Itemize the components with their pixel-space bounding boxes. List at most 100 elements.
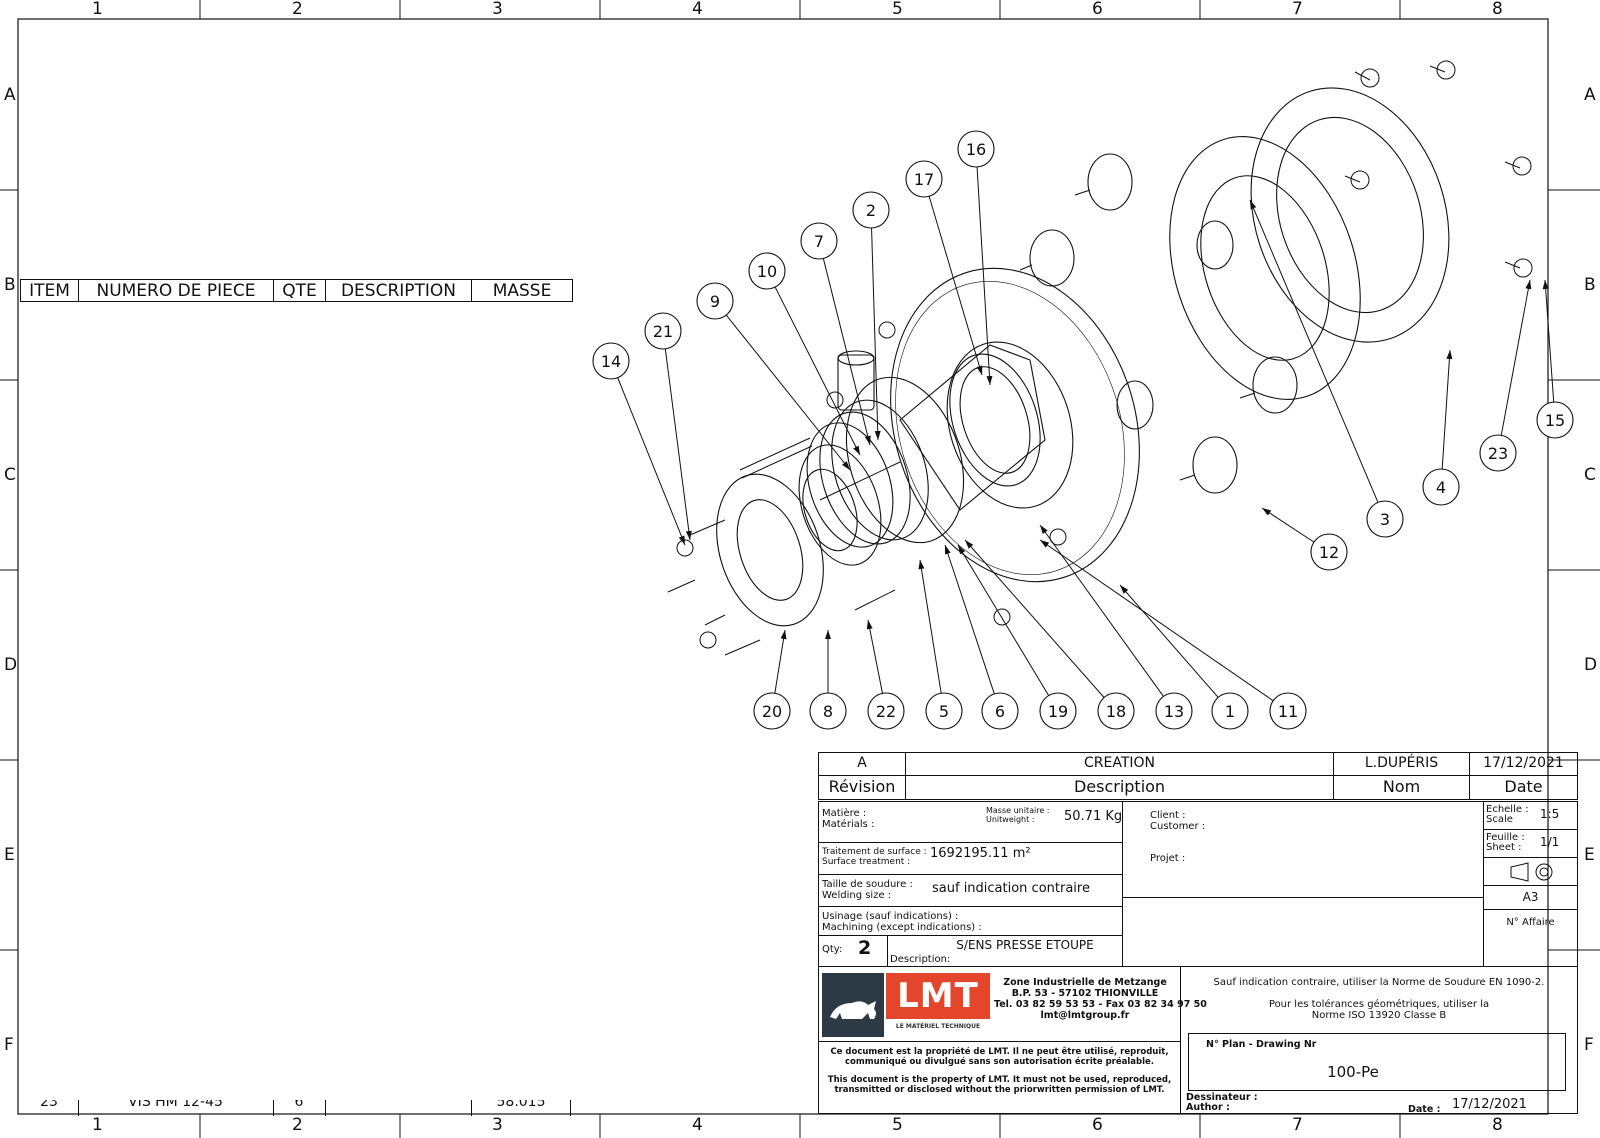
surface-label: Traitement de surface : Surface treatmen… [822,847,927,867]
weld-label: Taille de soudure : Welding size : [822,879,913,901]
project-label: Projet : [1150,853,1186,864]
flange-large [890,267,1140,583]
balloon-22: 22 [866,619,905,730]
zone-label-top-8: 8 [1492,0,1503,19]
bom-col-mass: MASSE [492,280,552,301]
weld-value: sauf indication contraire [932,881,1090,896]
balloon-14: 14 [592,342,686,546]
revision-description: CREATION [1083,755,1155,771]
balloon-label: 15 [1545,411,1565,430]
balloon-label: 13 [1164,702,1184,721]
client-label: Client : Customer : [1150,810,1206,832]
zone-label-left-A: A [4,85,16,105]
zone-label-bottom-4: 4 [692,1115,703,1135]
surface-value: 1692195.11 m² [930,846,1031,861]
balloon-13: 13 [1039,524,1193,730]
bom-col-part: NUMERO DE PIECE [79,280,274,301]
bom-row-item: 23 [40,1100,58,1110]
zone-label-top-5: 5 [892,0,903,19]
balloon-label: 11 [1278,702,1298,721]
bom-col-qty: QTE [274,280,326,301]
balloon-7: 7 [800,222,871,446]
balloon-11: 11 [1039,539,1307,730]
description-value: S/ENS PRESSE ETOUPE [956,938,1094,952]
zone-label-right-F: F [1584,1035,1594,1055]
balloon-15: 15 [1536,279,1574,439]
property-notice-en: This document is the property of LMT. It… [827,1075,1172,1095]
balloon-label: 8 [823,702,833,721]
scale-label: Echelle : Scale [1486,804,1529,825]
zone-label-bottom-5: 5 [892,1115,903,1135]
bom-table-header: ITEM NUMERO DE PIECE QTE DESCRIPTION MAS… [20,279,573,302]
zone-label-right-D: D [1584,655,1598,675]
zone-label-right-A: A [1584,85,1596,105]
balloon-5: 5 [918,559,963,730]
logo-text: LMT [897,976,979,1016]
zone-label-bottom-2: 2 [292,1115,303,1135]
author-label: Dessinateur : Author : [1186,1092,1258,1113]
balloon-label: 12 [1319,543,1339,562]
material-label: Matière : Matérials : [822,808,875,830]
balloon-label: 14 [601,352,621,371]
zone-label-top-1: 1 [92,0,103,19]
balloon-3: 3 [1249,199,1404,538]
gasket-ring-4 [1250,87,1450,343]
gasket-ring-3 [1169,136,1361,400]
balloon-17: 17 [905,160,983,376]
tolerance-norm-note: Pour les tolérances géométriques, utilis… [1268,999,1490,1021]
welding-norm-note: Sauf indication contraire, utiliser la N… [1213,977,1545,988]
revision-letter: A [857,755,867,771]
projection-symbol-icon [1510,862,1553,882]
balloon-20: 20 [753,629,791,730]
bom-col-item: ITEM [21,280,79,301]
balloon-label: 6 [995,702,1005,721]
zone-label-top-6: 6 [1092,0,1103,19]
balloon-9: 9 [696,282,851,471]
revision-block: A CREATION L.DUPÉRIS 17/12/2021 Révision… [818,752,1578,800]
drawing-nr-value: 100-Pe [1327,1063,1379,1081]
balloon-label: 20 [762,702,782,721]
revision-header: Révision [828,777,896,796]
unit-mass-label: Masse unitaire : Unitweight : [986,806,1050,824]
description-header: Description [1073,777,1166,796]
zone-label-top-7: 7 [1292,0,1303,19]
balloon-2: 2 [852,191,890,441]
balloon-4: 4 [1422,349,1460,506]
drawing-nr-label: N° Plan - Drawing Nr [1206,1039,1317,1050]
balloon-10: 10 [748,252,861,456]
property-notice-fr: Ce document est la propriété de LMT. Il … [830,1047,1169,1067]
logo-subtitle: LE MATÉRIEL TECHNIQUE [895,1023,981,1030]
bom-row-partial: 23 VIS HM 12-45 6 58.015 [20,1100,571,1116]
bom-col-description: DESCRIPTION [326,280,472,301]
name-header: Nom [1382,777,1421,796]
balloon-label: 16 [966,140,986,159]
company-logo: LMT LE MATÉRIEL TECHNIQUE [822,973,990,1037]
balloon-label: 18 [1106,702,1126,721]
bom-row-qty: 6 [294,1100,304,1110]
zone-label-left-E: E [4,845,15,865]
balloon-label: 10 [757,262,777,281]
bolts [667,60,1533,656]
bom-row-part: VIS HM 12-45 [128,1100,223,1110]
affaire-label: N° Affaire [1506,917,1555,928]
balloon-12: 12 [1261,507,1348,571]
balloon-label: 21 [653,322,673,341]
description-label: Description: [890,954,951,965]
balloon-8: 8 [809,630,847,730]
date-header: Date [1504,777,1543,796]
revision-name: L.DUPÉRIS [1364,755,1439,771]
machining-label: Usinage (sauf indications) : Machining (… [822,911,982,933]
qty-value: 2 [858,937,872,959]
date-value: 17/12/2021 [1452,1097,1527,1112]
balloon-label: 5 [939,702,949,721]
balloon-label: 1 [1225,702,1235,721]
balloon-label: 23 [1488,444,1508,463]
qty-label: Qty: [822,944,843,955]
balloon-19: 19 [957,544,1077,730]
sheet-label: Feuille : Sheet : [1486,832,1525,853]
bom-row-mass: 58.015 [496,1100,546,1110]
unit-mass-value: 50.71 Kg [1064,809,1123,824]
balloon-label: 19 [1048,702,1068,721]
